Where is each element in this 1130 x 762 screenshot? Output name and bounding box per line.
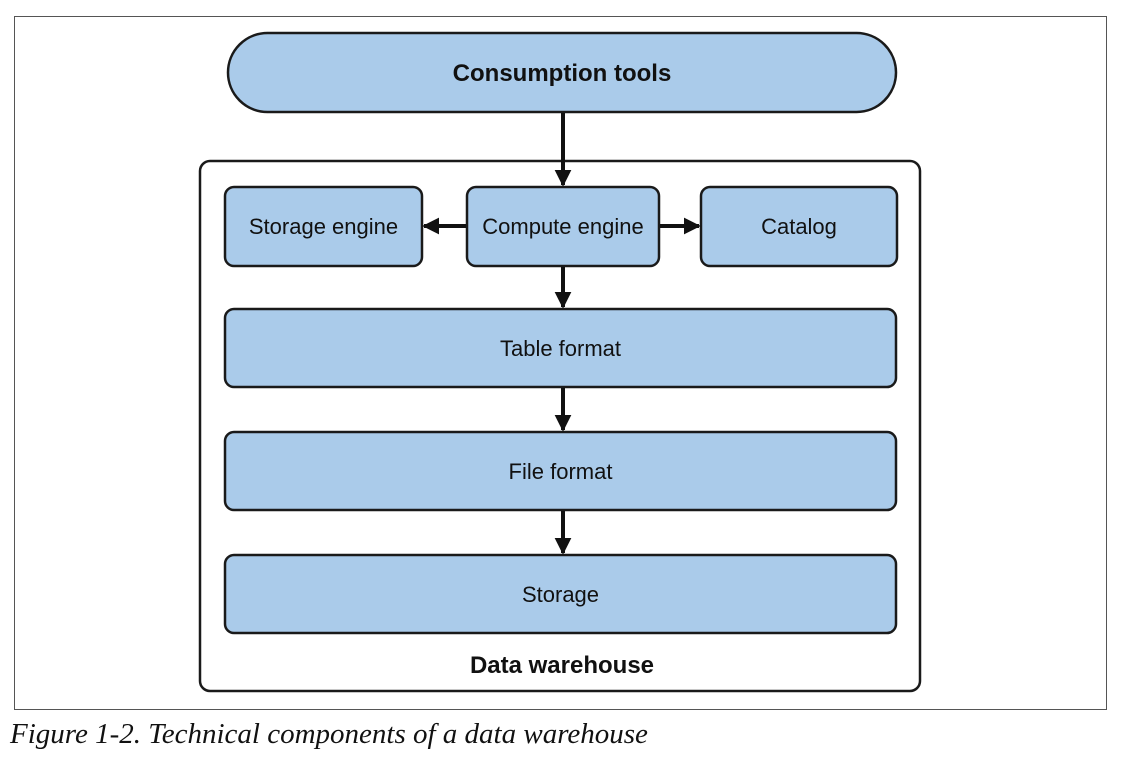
storage-engine-label: Storage engine — [249, 214, 398, 239]
table-format-node — [223, 307, 898, 389]
consumption-tools-label: Consumption tools — [453, 60, 672, 87]
diagram-canvas: Data warehouse Consumption tools Storage… — [198, 31, 922, 693]
consumption-tools-node — [226, 31, 898, 114]
storage-engine-node — [223, 185, 424, 268]
storage-node — [223, 553, 898, 635]
data-warehouse-label: Data warehouse — [470, 652, 654, 679]
compute-engine-node — [465, 185, 661, 268]
table-format-label: Table format — [500, 336, 621, 361]
compute-engine-label: Compute engine — [482, 214, 643, 239]
figure-frame — [14, 16, 1107, 710]
catalog-label: Catalog — [761, 214, 837, 239]
figure-caption: Figure 1-2. Technical components of a da… — [10, 718, 648, 750]
file-format-label: File format — [509, 459, 613, 484]
storage-label: Storage — [522, 582, 599, 607]
catalog-node — [699, 185, 899, 268]
file-format-node — [223, 430, 898, 512]
